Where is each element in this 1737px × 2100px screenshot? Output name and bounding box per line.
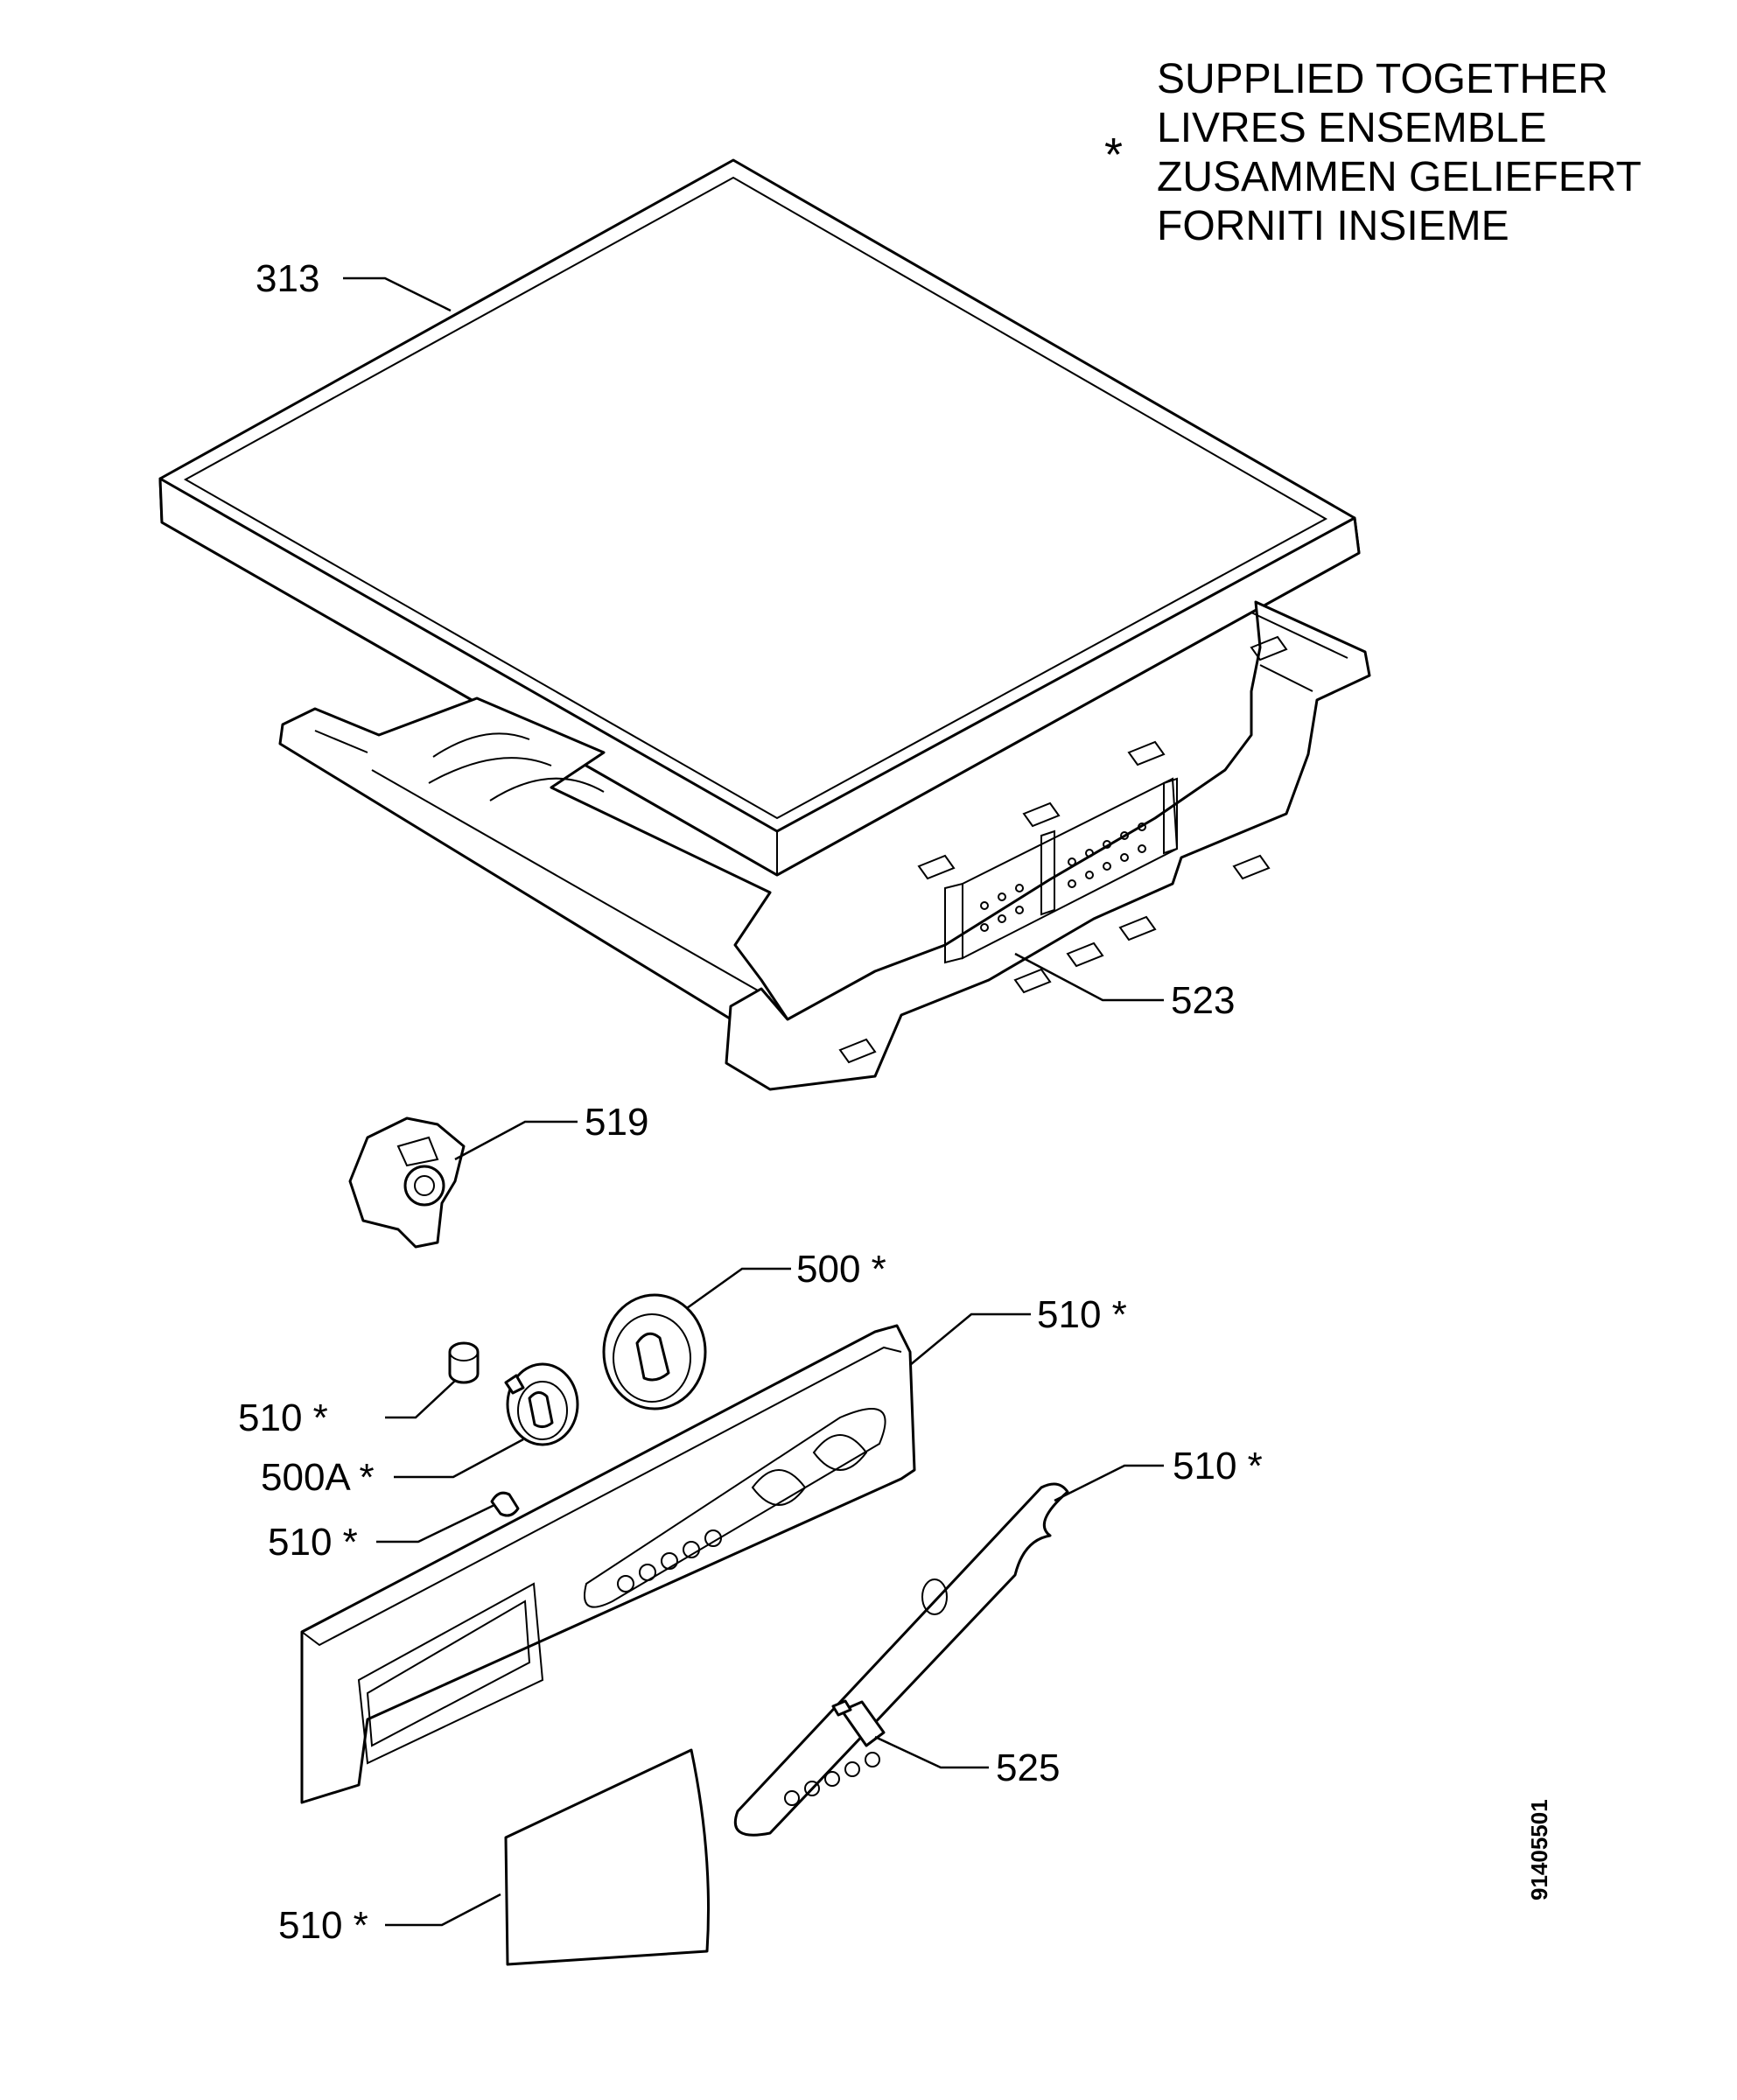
callout-500-knob: 500 * — [796, 1248, 886, 1291]
callout-labels: 313 523 519 500 * 510 * 510 * 500A * 510… — [238, 257, 1263, 1947]
leader-lines — [343, 276, 1164, 1927]
drawing-code: 91405501 — [1526, 1799, 1552, 1900]
legend-line-de: ZUSAMMEN GELIEFERT — [1157, 154, 1642, 200]
frame-523 — [278, 600, 1371, 1091]
callout-510-handle: 510 * — [278, 1904, 368, 1947]
handle-510 — [504, 1748, 710, 1966]
callout-510-button: 510 * — [268, 1521, 358, 1564]
callout-510-spacer: 510 * — [238, 1396, 328, 1439]
callout-523: 523 — [1171, 979, 1235, 1022]
knob-500 — [602, 1293, 707, 1410]
callout-519: 519 — [585, 1101, 648, 1144]
button-510 — [490, 1491, 520, 1517]
knob-500a — [504, 1362, 579, 1446]
legend-symbol: * — [1104, 129, 1123, 181]
callout-510-panel: 510 * — [1037, 1293, 1127, 1336]
legend-line-en: SUPPLIED TOGETHER — [1157, 56, 1608, 102]
overlay-510 — [733, 1482, 1069, 1837]
legend-line-it: FORNITI INSIEME — [1157, 203, 1509, 249]
callout-525: 525 — [996, 1746, 1060, 1789]
legend-line-fr: LIVRES ENSEMBLE — [1157, 105, 1547, 151]
vent-holes — [980, 822, 1146, 932]
callout-510-overlay: 510 * — [1173, 1445, 1263, 1488]
button-525 — [831, 1699, 886, 1747]
bracket-519 — [348, 1116, 466, 1249]
spacer-510 — [448, 1341, 480, 1384]
callout-500a-knob: 500A * — [261, 1456, 375, 1499]
worktop-313 — [158, 158, 1361, 877]
control-panel-510 — [300, 1324, 916, 1804]
callout-313: 313 — [256, 257, 319, 300]
legend: * SUPPLIED TOGETHER LIVRES ENSEMBLE ZUSA… — [1104, 56, 1642, 249]
